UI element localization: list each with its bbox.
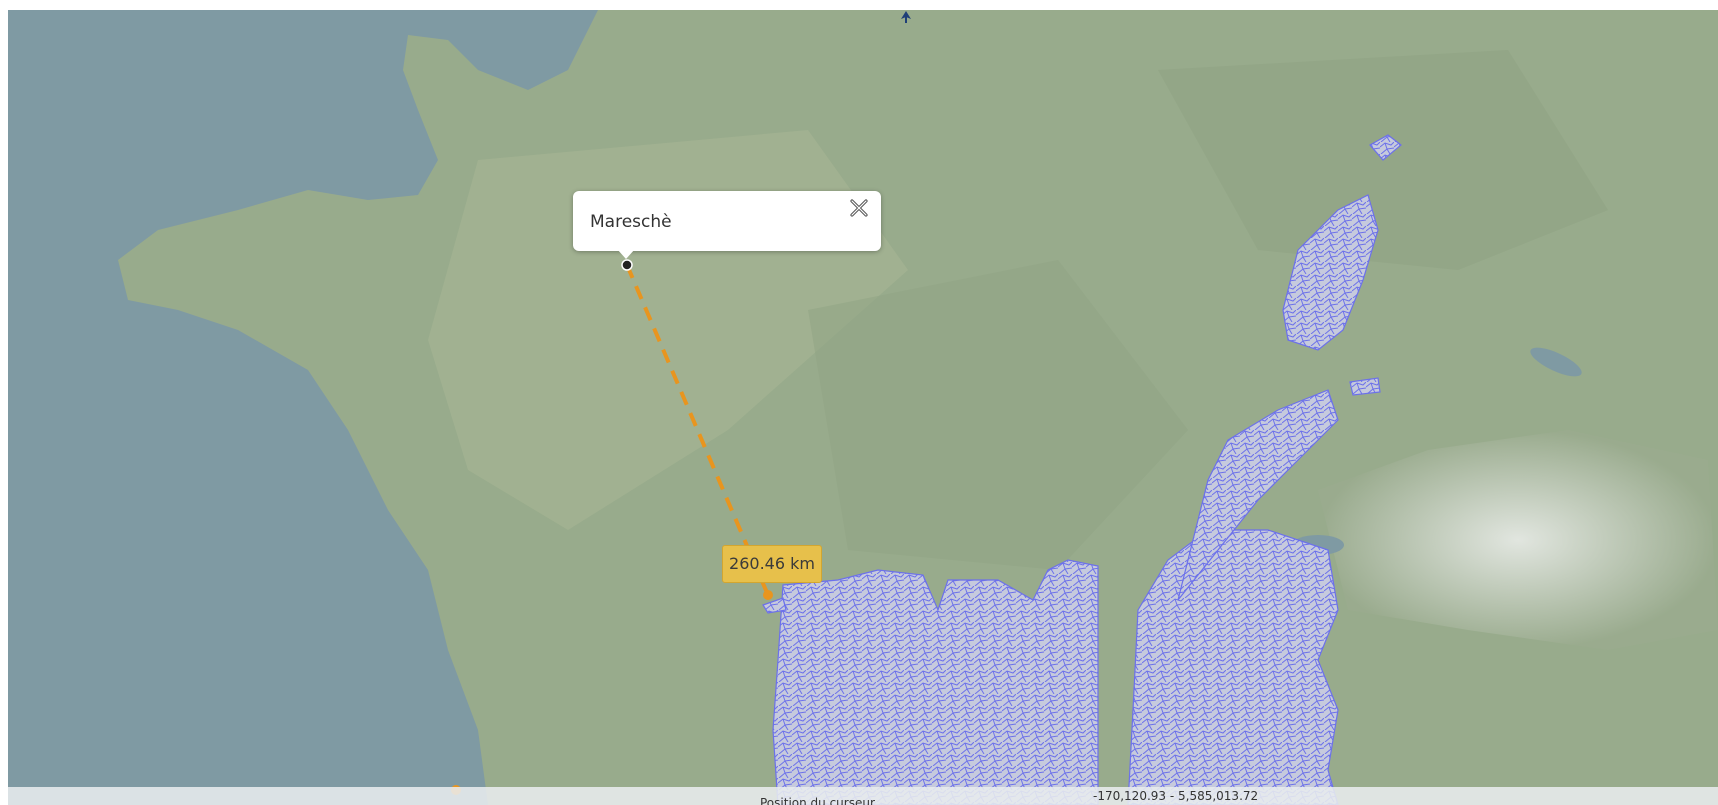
status-bar: Position du curseur -170,120.93 - 5,585,… <box>8 787 1718 805</box>
cursor-coordinates: -170,120.93 - 5,585,013.72 <box>1093 789 1259 803</box>
alps <box>1318 430 1718 650</box>
north-arrow-icon <box>901 11 911 23</box>
location-marker <box>621 259 633 271</box>
basemap <box>8 10 1718 805</box>
feature-popup: Mareschè <box>573 191 881 259</box>
commune-layer <box>762 134 1402 805</box>
popup-title: Mareschè <box>590 212 672 232</box>
close-icon[interactable] <box>847 196 871 220</box>
distance-label: 260.46 km <box>722 545 822 583</box>
map-viewport[interactable] <box>8 10 1718 805</box>
measure-end-point <box>763 590 773 600</box>
cursor-position-label: Position du curseur <box>760 796 875 805</box>
measure-line <box>625 264 770 596</box>
popup-pointer <box>617 249 635 259</box>
